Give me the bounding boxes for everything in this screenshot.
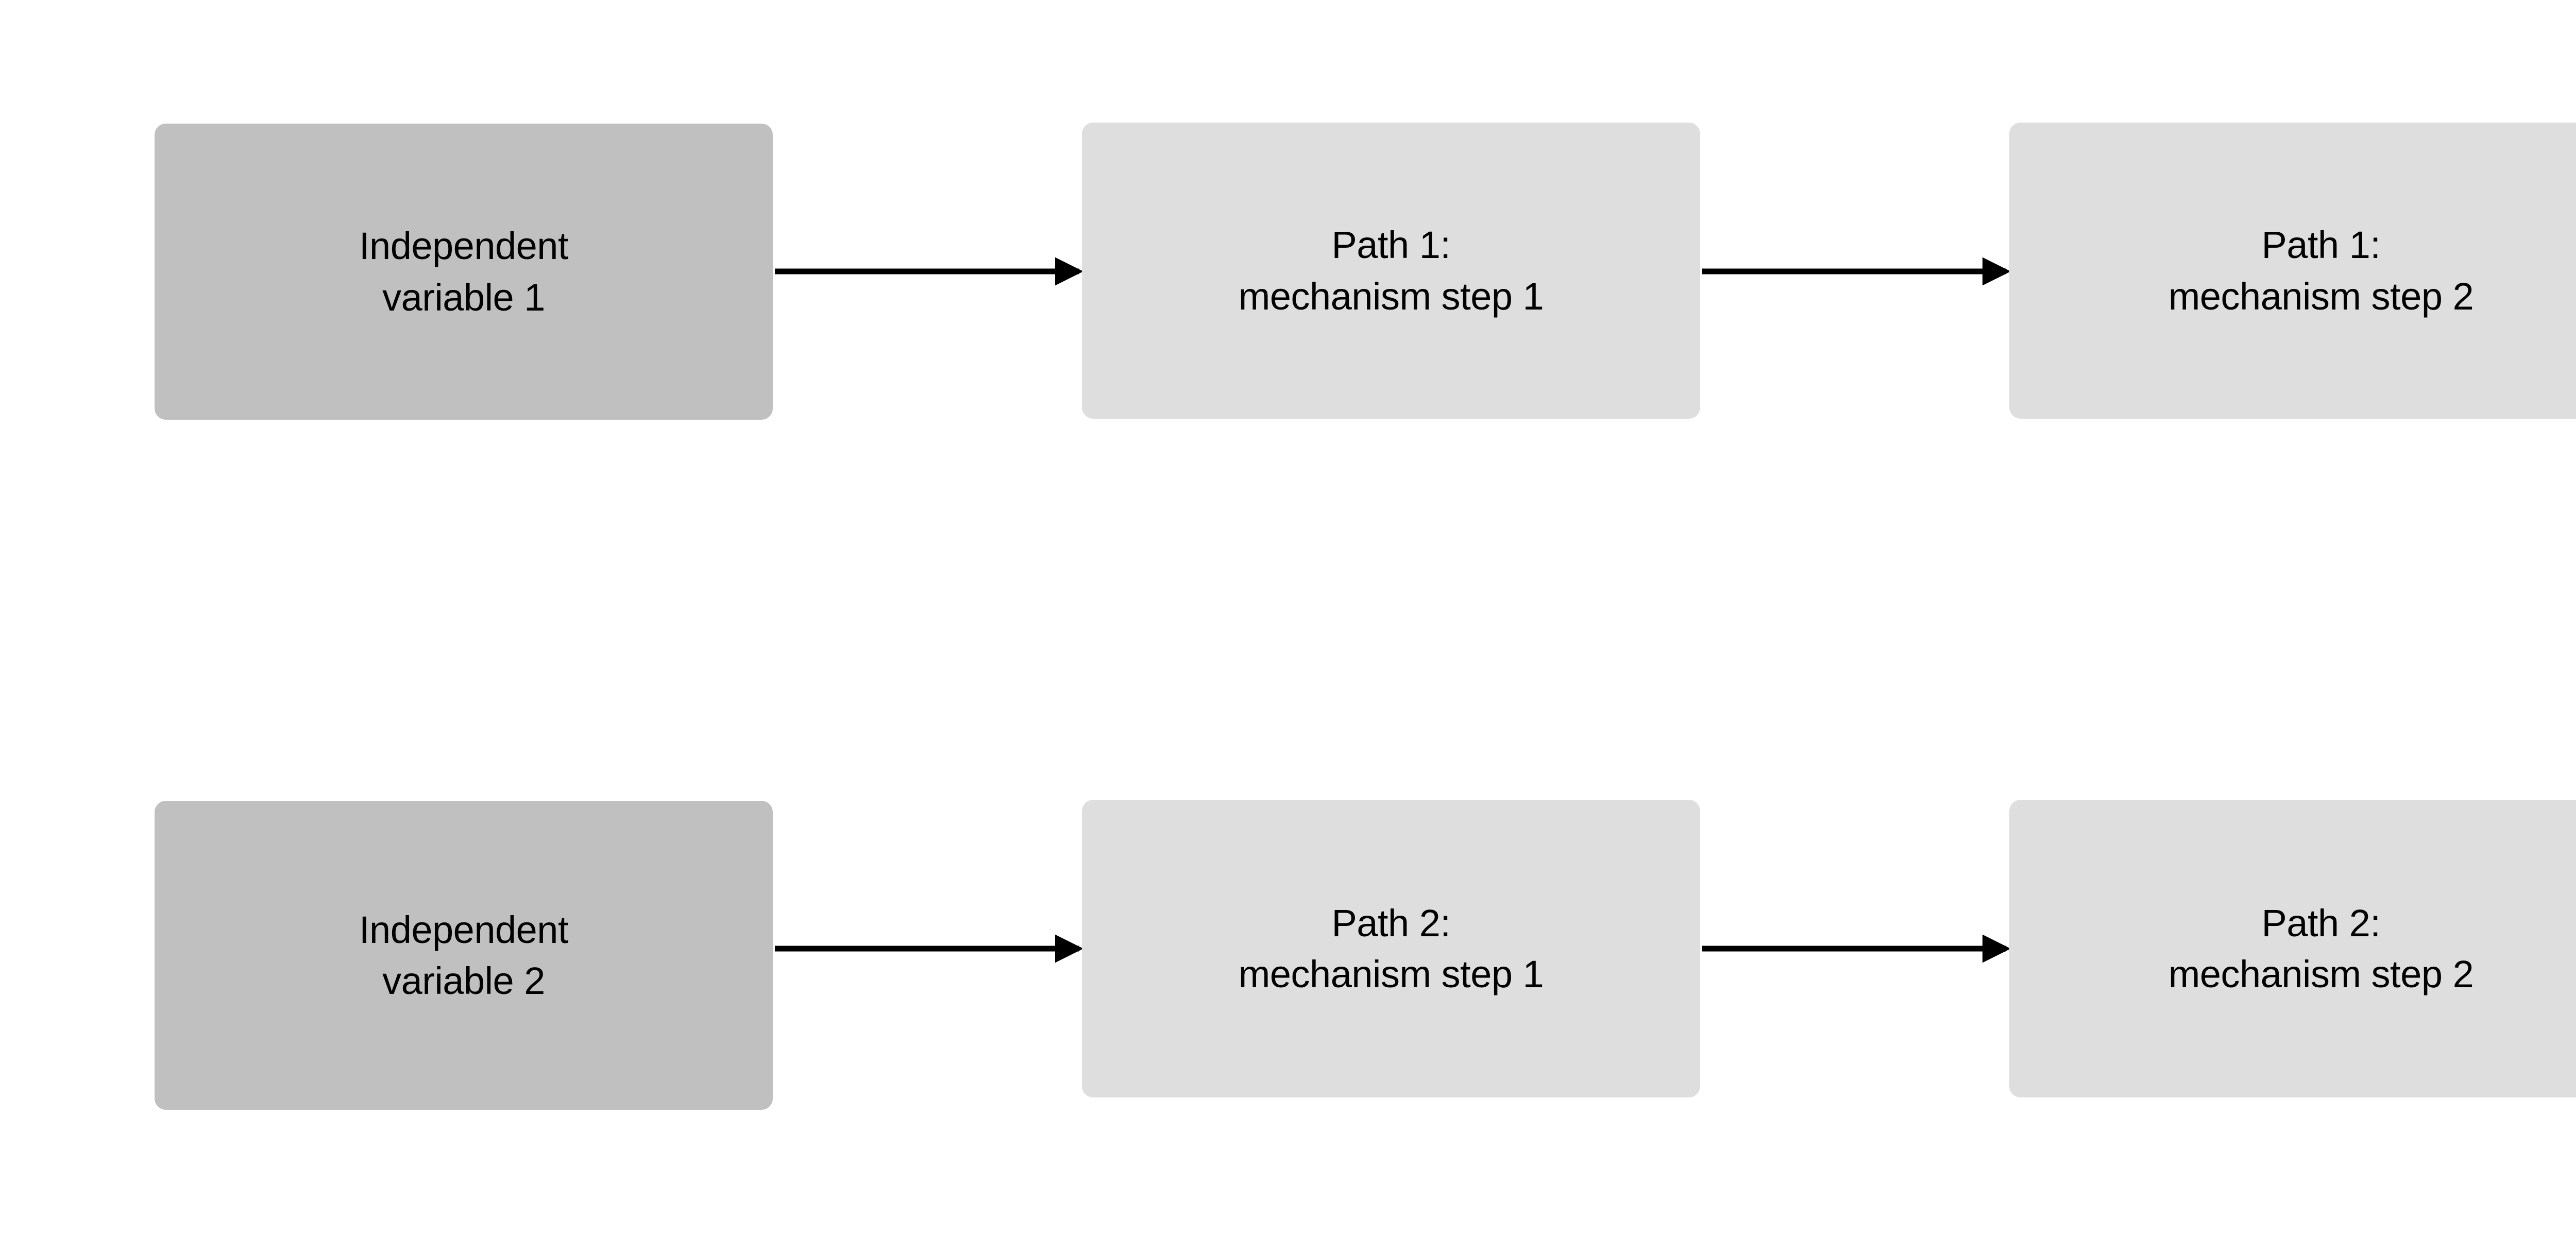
node-label: Path 1: mechanism step 1 bbox=[1238, 224, 1544, 318]
node-path-2-mechanism-step-1[interactable]: Path 2: mechanism step 1 bbox=[1082, 800, 1700, 1097]
node-path-2-mechanism-step-2[interactable]: Path 2: mechanism step 2 bbox=[2009, 800, 2576, 1097]
node-label: Path 2: mechanism step 1 bbox=[1238, 901, 1544, 995]
node-independent-variable-1[interactable]: Independent variable 1 bbox=[155, 124, 773, 420]
node-label: Path 2: mechanism step 2 bbox=[2168, 901, 2474, 995]
node-label: Independent variable 2 bbox=[359, 908, 569, 1002]
node-label: Independent variable 1 bbox=[359, 225, 569, 319]
node-path-1-mechanism-step-2[interactable]: Path 1: mechanism step 2 bbox=[2009, 123, 2576, 419]
node-path-1-mechanism-step-1[interactable]: Path 1: mechanism step 1 bbox=[1082, 123, 1700, 419]
node-label: Path 1: mechanism step 2 bbox=[2168, 224, 2474, 318]
node-independent-variable-2[interactable]: Independent variable 2 bbox=[155, 801, 773, 1110]
